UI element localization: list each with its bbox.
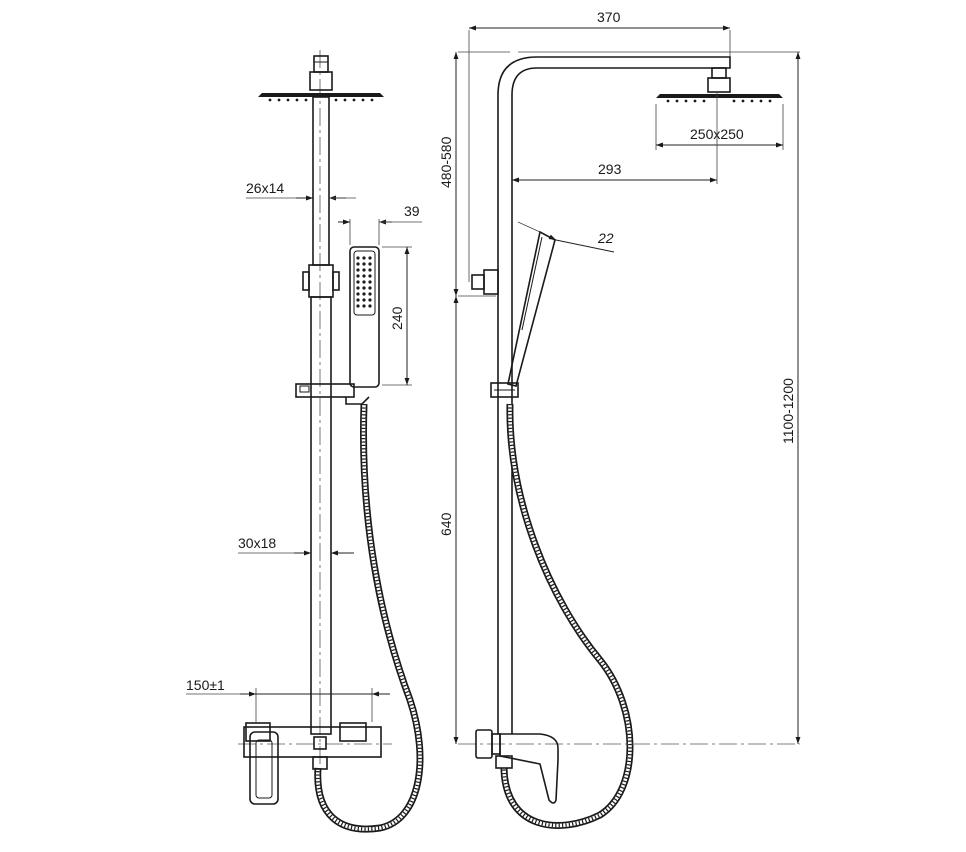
label-arm-projection: 293 <box>598 161 622 177</box>
dimension-handset-width: 39 <box>338 203 422 245</box>
side-shower-hose <box>500 403 634 829</box>
front-upper-tube <box>312 96 330 266</box>
dimension-arm-height: 480-580 <box>438 52 459 296</box>
front-handset-holder <box>295 383 370 405</box>
front-rain-shower-head <box>258 55 384 102</box>
front-height-clamp <box>302 264 340 298</box>
side-view: 370 250x250 293 480-580 640 1100-1200 <box>438 9 801 829</box>
dimension-top-width: 370 <box>469 9 730 31</box>
dimension-mixer-height: 640 <box>438 296 459 744</box>
label-total-height: 1100-1200 <box>780 378 796 444</box>
front-shower-hose <box>314 403 424 833</box>
label-mixer-height: 640 <box>438 512 454 536</box>
front-hand-shower <box>349 246 380 388</box>
side-riser-pipe <box>497 56 731 734</box>
label-inlet-spacing: 150±1 <box>186 677 225 693</box>
dimension-inlet-spacing: 150±1 <box>186 677 390 722</box>
label-handset-angle: 22 <box>597 230 614 246</box>
label-top-width: 370 <box>597 9 621 25</box>
dimension-shower-head-size: 250x250 <box>655 104 784 150</box>
front-thermostatic-mixer <box>238 722 392 805</box>
dimension-upper-tube: 26x14 <box>246 180 356 201</box>
label-handset-width: 39 <box>404 203 420 219</box>
label-arm-height: 480-580 <box>438 136 454 188</box>
side-height-clamp <box>471 269 499 295</box>
dimension-lower-tube: 30x18 <box>238 535 354 556</box>
dimension-arm-projection: 293 <box>512 92 718 184</box>
label-upper-tube: 26x14 <box>246 180 284 196</box>
side-rain-shower-head <box>656 67 783 103</box>
dimension-total-height: 1100-1200 <box>780 52 801 744</box>
side-hand-shower <box>490 230 556 398</box>
dimension-handset-length: 240 <box>382 246 412 386</box>
front-view: 26x14 39 240 30x18 <box>186 50 424 833</box>
front-lower-tube <box>310 296 332 735</box>
label-lower-tube: 30x18 <box>238 535 276 551</box>
dimension-handset-angle: 22 <box>517 221 615 253</box>
label-handset-length: 240 <box>389 306 405 330</box>
side-thermostatic-mixer <box>458 729 800 804</box>
